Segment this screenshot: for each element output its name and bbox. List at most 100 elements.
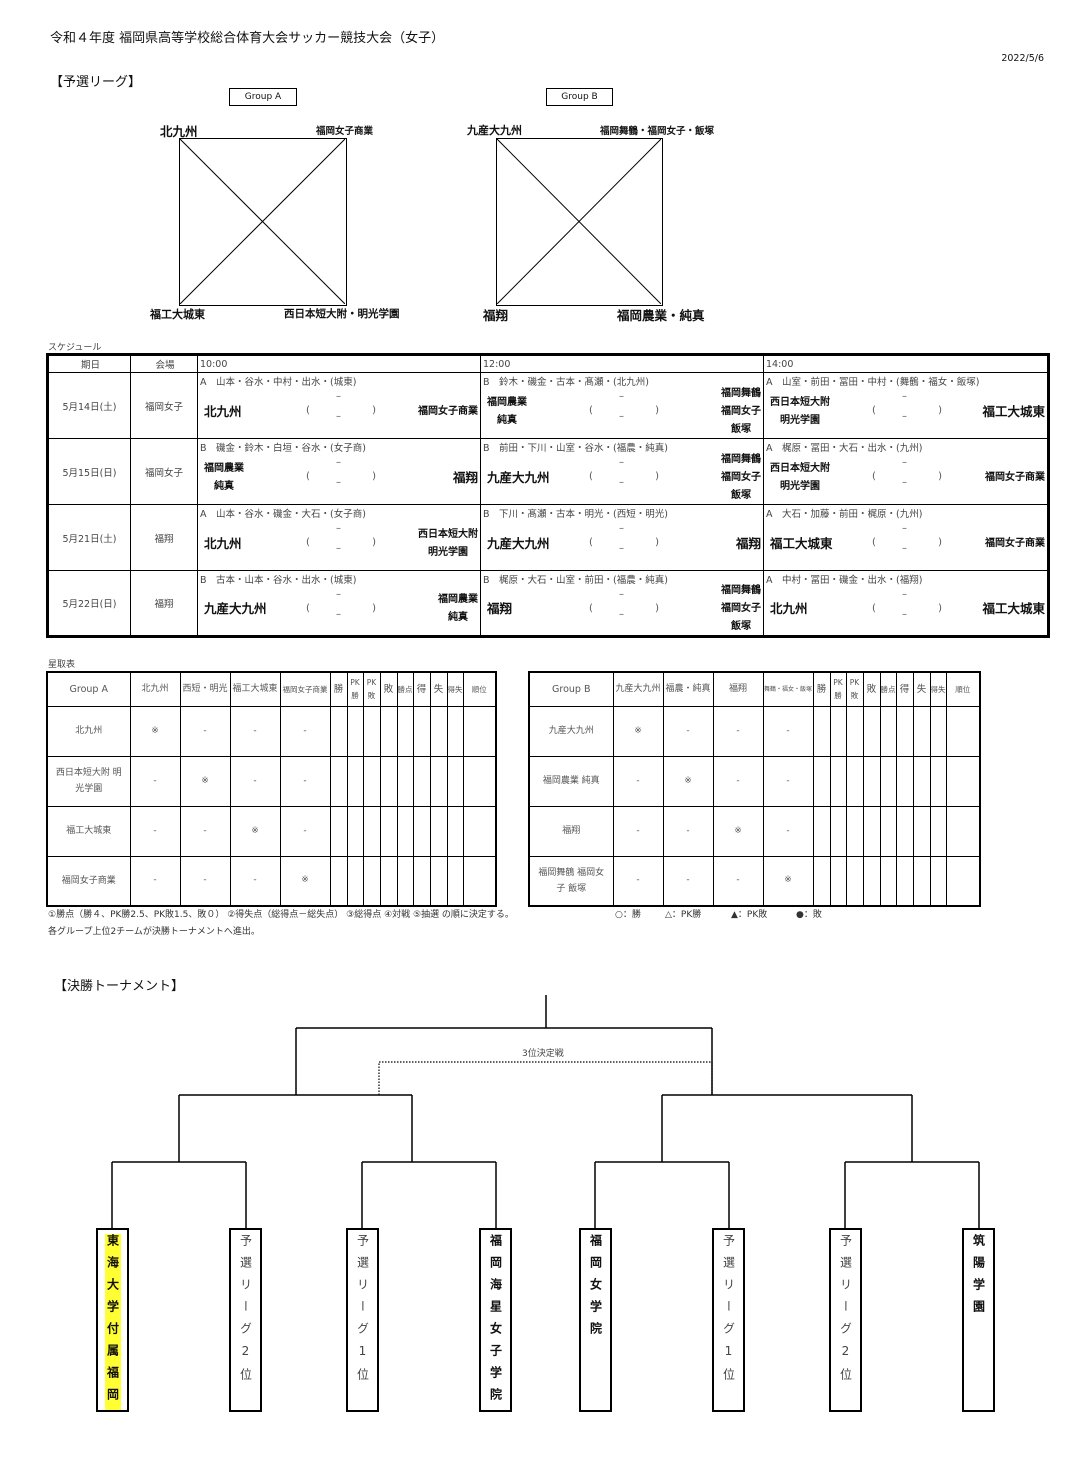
away-team-name: 福岡農業 [438,594,478,605]
score: (––) [872,457,942,504]
away-team: 福工大城東 [982,387,1045,436]
home-team: 北九州 [204,519,242,568]
score: (––) [872,589,942,635]
home-team-name: 北九州 [770,601,808,616]
home-team-name: 九産大九州 [487,535,550,551]
away-team-name: 福岡女子 [721,405,761,417]
home-score: – [336,589,341,600]
referees: B 磯金・鈴木・白垣・谷水・(女子商) [200,443,366,454]
group-a-diagram [179,138,347,306]
score: (––) [872,391,942,438]
home-team-name: 北九州 [204,535,242,551]
score: (––) [589,589,659,635]
third-place-label: 3位決定戦 [522,1049,564,1059]
referees: B 梶原・大石・山室・前田・(福農・純真) [483,575,668,586]
referees: B 下川・髙瀬・古本・明光・(西短・明光) [483,509,668,520]
away-team-name: 福岡女子商業 [418,405,478,417]
away-score: – [336,477,341,488]
home-team: 西日本短大附明光学園 [770,453,830,502]
stat-cell [462,705,497,757]
document-date: 2022/5/6 [1001,53,1044,64]
ranking-rule-note: ①勝点（勝４、PK勝2.5、PK敗1.5、敗０） ②得失点（総得点－総失点） ③… [48,910,514,920]
away-score: – [619,609,624,620]
home-team: 北九州 [770,585,808,633]
home-team: 西日本短大附明光学園 [770,387,830,436]
away-score: – [619,543,624,554]
match-cell: B 磯金・鈴木・白垣・谷水・(女子商) 福岡農業純真 (––) 福翔 [197,438,481,505]
match-cell: A 大石・加藤・前田・梶原・(九州) 福工大城東 (––) 福岡女子商業 [763,504,1049,571]
score-open: ( [306,603,310,614]
referees: A 山室・前田・冨田・中村・(舞鶴・福女・飯塚) [766,377,980,388]
group-b-team-1: 九産大九州 [467,124,522,137]
away-score: – [902,477,907,488]
score-open: ( [589,405,593,416]
result-cell: ※ [179,755,231,807]
result-cell: - [129,855,181,907]
away-team-name: 福翔 [452,469,478,485]
match-venue: 福翔 [130,504,198,571]
tournament-team-slot: 筑陽学園 [962,1228,995,1412]
result-cell: ※ [762,855,814,907]
home-team-name: 西日本短大附 [770,396,830,408]
tournament-team-slot: 東海大学付属福岡 [96,1228,129,1412]
legend-loss: ●：敗 [796,910,822,920]
tournament-team-slot: 予選リーグ2位 [229,1228,262,1412]
opponent-header: 北九州 [129,671,181,707]
team-name: 福岡女子商業 [46,855,131,907]
team-name: 西日本短大附 明光学園 [46,755,131,807]
score-open: ( [872,537,876,548]
result-cell: - [662,855,714,907]
away-team-name: 福工大城東 [982,601,1045,616]
score-open: ( [872,405,876,416]
referees: A 山本・谷水・磯金・大石・(女子商) [200,509,366,520]
standings-row: 福岡女子商業---※ [46,855,497,907]
away-team-name: 飯塚 [731,621,751,632]
group-a-team-4: 西日本短大附・明光学園 [284,308,400,320]
group-b-team-4: 福岡農業・純真 [617,308,705,323]
legend-pk-win: △：PK勝 [665,910,702,920]
result-cell: ※ [712,805,764,857]
group-b-team-2: 福岡舞鶴・福岡女子・飯塚 [600,126,715,137]
home-team: 福岡農業純真 [487,387,527,436]
home-score: – [336,391,341,402]
score-close: ) [655,471,659,482]
standings-row: 福岡農業 純真-※-- [528,755,981,807]
match-cell: B 梶原・大石・山室・前田・(福農・純真) 福翔 (––) 福岡舞鶴福岡女子飯塚 [480,570,764,637]
match-cell: A 山本・谷水・中村・出水・(城東) 北九州 (––) 福岡女子商業 [197,372,481,439]
away-team-name: 飯塚 [731,423,751,435]
score-open: ( [306,471,310,482]
stat-header: PK敗 [362,671,381,707]
score-close: ) [655,537,659,548]
result-cell: - [229,705,281,757]
home-team: 福工大城東 [770,519,833,568]
home-score: – [619,523,624,534]
away-team-name: 福岡女子 [721,603,761,614]
result-cell: - [662,705,714,757]
tournament-team-slot: 福岡女学院 [579,1228,612,1412]
result-cell: ※ [279,855,331,907]
home-team-name: 純真 [214,480,234,492]
team-name: 福岡舞鶴 福岡女子 飯塚 [528,855,614,907]
away-team: 福翔 [736,519,761,568]
referees: A 梶原・冨田・大石・出水・(九州) [766,443,923,454]
group-a-team-3: 福工大城東 [150,308,205,321]
opponent-header: 福翔 [712,671,764,707]
tournament-team-name: 筑陽学園 [971,1234,986,1322]
away-score: – [336,411,341,422]
final-heading: 【決勝トーナメント】 [54,979,185,994]
score-open: ( [872,603,876,614]
home-team-name: 明光学園 [780,480,820,492]
standings-row: 福岡舞鶴 福岡女子 飯塚---※ [528,855,981,907]
stat-header: 順位 [462,671,497,707]
home-team: 九産大九州 [204,585,267,633]
away-team-name: 福翔 [735,535,761,551]
home-team-name: 福岡農業 [487,396,527,408]
advance-note: 各グループ上位2チームが決勝トーナメントへ進出。 [48,927,260,937]
group-b-diagram [496,138,663,306]
group-a-team-2: 福岡女子商業 [316,126,374,137]
standings-label: 星取表 [48,660,76,670]
standings-row: 福翔--※- [528,805,981,857]
match-cell: B 下川・髙瀬・古本・明光・(西短・明光) 九産大九州 (––) 福翔 [480,504,764,571]
